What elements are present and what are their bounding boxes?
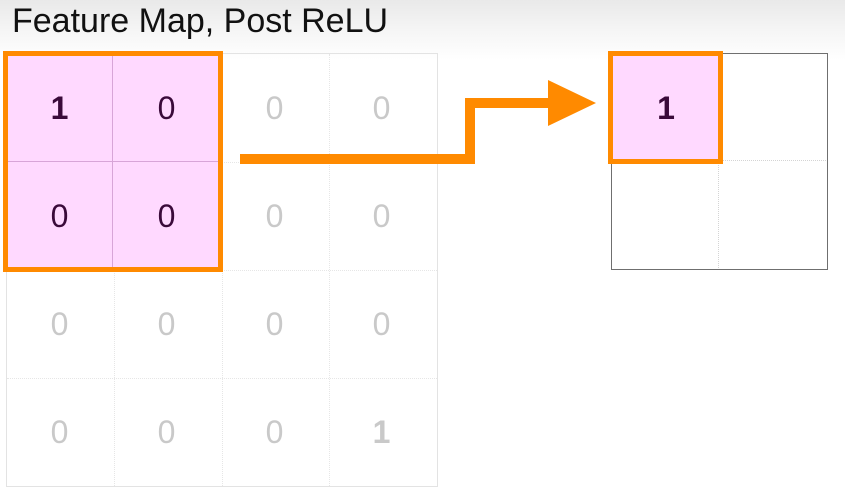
page-title: Feature Map, Post ReLU [12, 2, 389, 40]
pooled-cell-r0c0: 1 [657, 89, 675, 126]
pooled-cell-fill [612, 54, 720, 162]
title-bar-shade [0, 0, 845, 60]
feature-cell-r0c0: 1 [50, 90, 69, 126]
window-divider [112, 55, 113, 269]
feature-cell-r2c1: 0 [157, 306, 176, 342]
pooled-cell-outline [608, 51, 723, 164]
arrow-shaft [240, 98, 560, 164]
feature-cell-r0c1: 0 [157, 90, 176, 126]
pooling-window-fill [6, 55, 220, 269]
window-divider [6, 161, 220, 162]
feature-cell-r2c3: 0 [372, 306, 391, 342]
arrow-head [548, 80, 596, 126]
feature-cell-r3c0: 0 [50, 414, 69, 450]
feature-cell-r2c2: 0 [265, 306, 284, 342]
feature-cell-r2c0: 0 [50, 306, 69, 342]
feature-cell-r1c1: 0 [157, 198, 176, 234]
feature-cell-r3c1: 0 [157, 414, 176, 450]
feature-cell-r0c3: 0 [372, 90, 391, 126]
feature-cell-r1c2: 0 [265, 198, 284, 234]
feature-cell-r3c2: 0 [265, 414, 284, 450]
feature-cell-r0c2: 0 [265, 90, 284, 126]
feature-cell-r3c3: 1 [372, 414, 391, 450]
grid-line [7, 378, 437, 379]
feature-cell-r1c3: 0 [372, 198, 391, 234]
feature-cell-r1c0: 0 [50, 198, 69, 234]
pooling-window-outline [3, 51, 223, 272]
